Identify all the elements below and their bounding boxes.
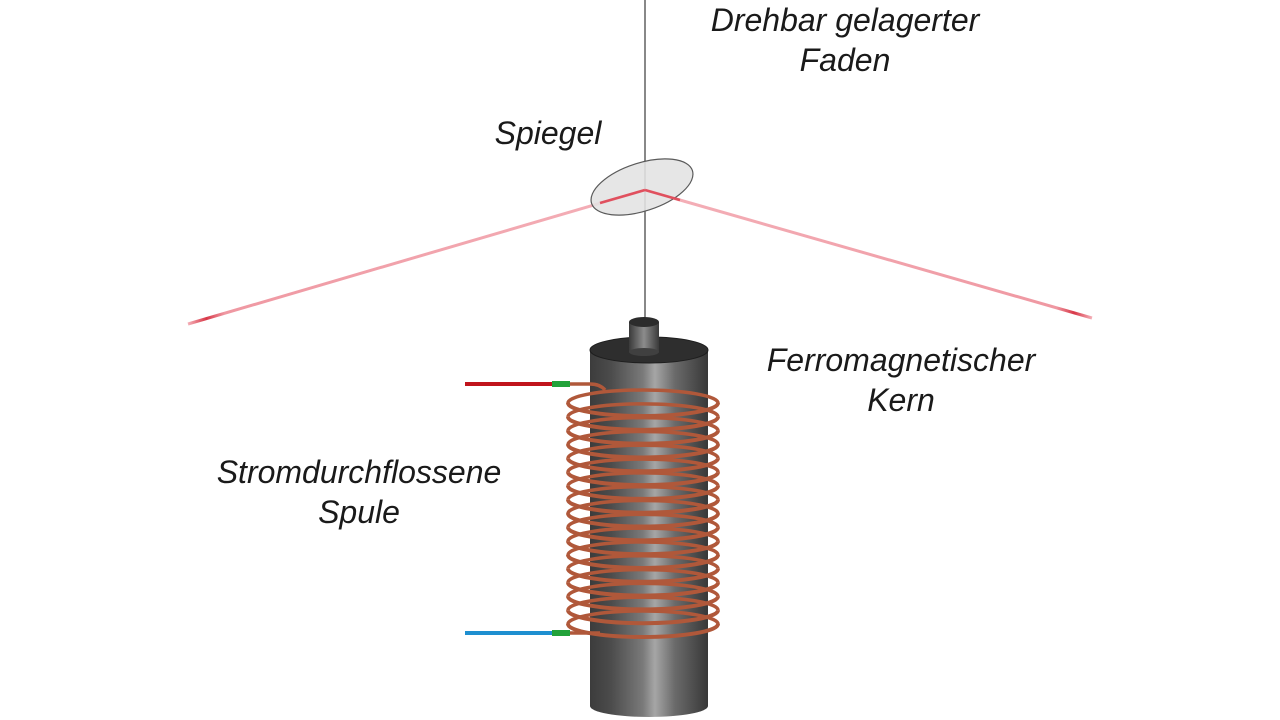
coil-winding-front bbox=[566, 402, 720, 418]
mirror bbox=[590, 158, 694, 216]
coil-winding-front bbox=[566, 416, 720, 432]
coil-winding-front bbox=[566, 430, 720, 446]
coil-winding-back bbox=[566, 402, 720, 418]
coil-winding-front bbox=[566, 512, 720, 529]
lead-top-copper bbox=[570, 382, 607, 392]
label-core-line1: Ferromagnetischer bbox=[766, 342, 1036, 378]
coil-winding-front bbox=[566, 485, 720, 501]
coil-winding-front bbox=[566, 568, 720, 584]
laser-reflection-left bbox=[599, 188, 646, 205]
label-mirror-line1: Spiegel bbox=[494, 115, 602, 151]
label-mirror: Spiegel bbox=[478, 113, 618, 153]
coil-winding-front bbox=[566, 443, 720, 460]
coil-winding-front bbox=[566, 540, 720, 557]
label-rotating-thread-line1: Drehbar gelagerter bbox=[710, 2, 980, 38]
coil-winding-front bbox=[566, 499, 720, 515]
label-ferromagnetic-core: Ferromagnetischer Kern bbox=[740, 340, 1062, 420]
coil-winding-front bbox=[566, 609, 720, 626]
laser-beam-right bbox=[644, 188, 1093, 320]
label-rotating-thread: Drehbar gelagerter Faden bbox=[680, 0, 1010, 80]
label-rotating-thread-line2: Faden bbox=[799, 42, 891, 78]
coil-front-windings bbox=[566, 402, 720, 639]
coil-winding-front bbox=[566, 457, 720, 474]
label-coil-line1: Stromdurchflossene bbox=[216, 454, 502, 490]
coil-winding-back bbox=[566, 388, 720, 404]
coil-winding-front bbox=[566, 582, 720, 598]
coil-winding-front bbox=[566, 623, 720, 639]
coil-winding-front bbox=[566, 526, 720, 543]
coil-winding-front bbox=[566, 595, 720, 612]
label-core-line2: Kern bbox=[867, 382, 935, 418]
coil-winding-front bbox=[566, 471, 720, 488]
label-current-coil: Stromdurchflossene Spule bbox=[190, 452, 528, 532]
label-coil-line2: Spule bbox=[318, 494, 400, 530]
laser-reflection-right bbox=[644, 188, 681, 202]
laser-beam-left bbox=[187, 188, 646, 326]
coil-winding-front bbox=[566, 554, 720, 570]
